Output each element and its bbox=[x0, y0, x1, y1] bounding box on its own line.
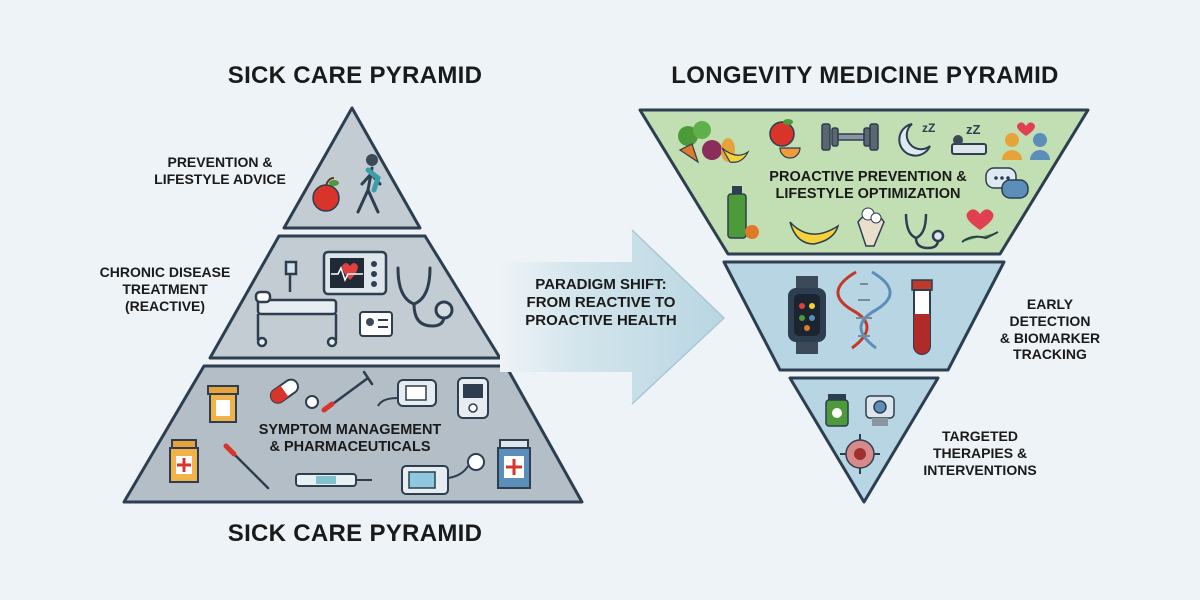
fruit-icon bbox=[769, 119, 801, 159]
left-middle-tier-label: CHRONIC DISEASE TREATMENT (REACTIVE) bbox=[99, 264, 231, 314]
id-badge-icon bbox=[359, 311, 393, 337]
svg-text:zZ: zZ bbox=[966, 122, 981, 137]
injection-pen-icon bbox=[295, 473, 372, 487]
walking-person-icon bbox=[356, 154, 382, 214]
hospital-bed-icon bbox=[254, 260, 338, 348]
left-top-tier-label: PREVENTION & LIFESTYLE ADVICE bbox=[154, 154, 286, 187]
pill-bottle-icon bbox=[207, 385, 239, 423]
food-bowl-icon bbox=[857, 207, 885, 247]
right-pyramid-tier-middle bbox=[722, 260, 1006, 372]
community-icon bbox=[1002, 122, 1050, 160]
smartwatch-icon bbox=[788, 276, 826, 354]
tablet-icon bbox=[305, 395, 319, 409]
medical-device-icon bbox=[377, 379, 437, 407]
supplement-bottle-icon bbox=[825, 394, 849, 427]
handheld-monitor-icon bbox=[401, 453, 485, 495]
dumbbell-icon bbox=[821, 123, 879, 151]
paradigm-shift-arrow bbox=[500, 230, 724, 404]
heart-monitor-icon bbox=[322, 250, 388, 296]
right-bottom-tier-label: TARGETED THERAPIES & INTERVENTIONS bbox=[923, 428, 1037, 478]
water-bottle-icon bbox=[727, 186, 759, 239]
moon-sleep-icon: zZ bbox=[898, 121, 935, 157]
syringe-icon bbox=[321, 370, 374, 413]
cell-target-icon bbox=[840, 434, 880, 474]
capsule-icon bbox=[269, 378, 299, 404]
heart-hand-icon bbox=[961, 209, 999, 243]
dna-helix-icon bbox=[836, 270, 892, 350]
left-bottom-tier-label: SYMPTOM MANAGEMENT & PHARMACEUTICALS bbox=[258, 422, 442, 456]
glucose-meter-icon bbox=[457, 377, 489, 419]
paradigm-shift-text: PARADIGM SHIFT: FROM REACTIVE TO PROACTI… bbox=[525, 276, 677, 329]
stethoscope-icon bbox=[396, 266, 454, 328]
left-pyramid-tier-top bbox=[282, 106, 422, 230]
apple-icon bbox=[312, 177, 340, 212]
right-pyramid-title: LONGEVITY MEDICINE PYRAMID bbox=[671, 62, 1059, 89]
syringe-icon bbox=[223, 443, 270, 490]
right-top-tier-label: PROACTIVE PREVENTION & LIFESTYLE OPTIMIZ… bbox=[769, 169, 967, 203]
stethoscope-icon bbox=[904, 213, 945, 250]
chat-bubbles-icon bbox=[985, 167, 1029, 199]
left-pyramid-title: SICK CARE PYRAMID bbox=[227, 62, 483, 89]
left-pyramid-bottom-title: SICK CARE PYRAMID bbox=[227, 520, 483, 547]
banana-icon bbox=[789, 221, 840, 245]
medicine-bottle-icon bbox=[169, 439, 199, 483]
pharmacy-bottle-icon bbox=[497, 439, 531, 489]
right-middle-tier-label: EARLY DETECTION & BIOMARKER TRACKING bbox=[999, 296, 1101, 363]
scanner-icon bbox=[865, 395, 895, 426]
bed-sleep-icon: zZ bbox=[951, 122, 987, 155]
svg-text:zZ: zZ bbox=[922, 121, 935, 135]
test-tube-icon bbox=[911, 279, 933, 355]
vegetables-icon bbox=[678, 121, 750, 164]
